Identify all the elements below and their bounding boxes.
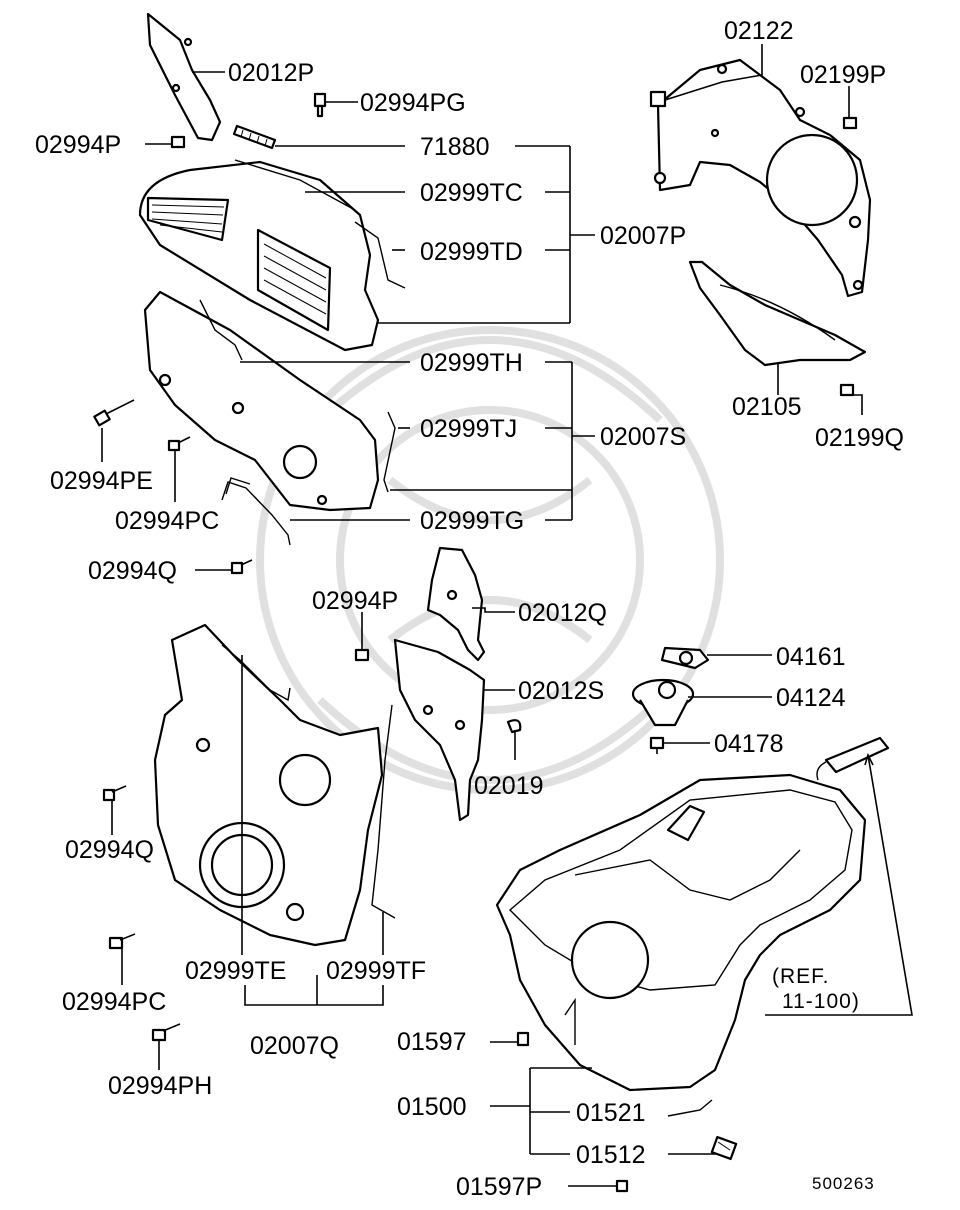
label-02012P[interactable]: 02012P (228, 59, 314, 87)
seal-02999TH-shape[interactable] (199, 299, 243, 361)
plate-02105-shape[interactable] (688, 260, 867, 367)
upper-timing-cover-group (138, 12, 406, 352)
label-02999TJ[interactable]: 02999TJ (420, 415, 517, 443)
label-04178[interactable]: 04178 (714, 730, 784, 758)
bolt-02994PC-low-icon[interactable] (108, 933, 136, 950)
label-02994Q-low[interactable]: 02994Q (65, 836, 154, 864)
gasket-04161-icon[interactable] (660, 646, 710, 670)
label-02994P-top[interactable]: 02994P (35, 131, 121, 159)
reference-note-line2: 11-100) (782, 990, 860, 1013)
label-02999TH[interactable]: 02999TH (420, 349, 523, 377)
bolt-02994Q-low-icon[interactable] (102, 785, 127, 802)
label-04161[interactable]: 04161 (776, 643, 846, 671)
bolt-02994PE-icon[interactable] (93, 399, 135, 427)
label-02007P[interactable]: 02007P (600, 222, 686, 250)
watermark-emblem (256, 326, 724, 794)
label-04124[interactable]: 04124 (776, 684, 846, 712)
label-02999TC[interactable]: 02999TC (420, 179, 523, 207)
label-02007S[interactable]: 02007S (600, 423, 686, 451)
label-02994PH[interactable]: 02994PH (108, 1072, 212, 1100)
seal-02999TD-shape[interactable] (354, 221, 406, 289)
bracket-02012S-shape[interactable] (393, 638, 486, 822)
label-01597[interactable]: 01597 (397, 1028, 467, 1056)
bolt-02994P-mid-icon[interactable] (354, 636, 370, 662)
label-01597P[interactable]: 01597P (456, 1173, 542, 1201)
gasket-71880-shape[interactable] (232, 124, 277, 150)
bolt-02994Q-top-icon[interactable] (230, 559, 253, 575)
middle-cover-02007S-shape[interactable] (143, 290, 380, 512)
label-71880[interactable]: 71880 (420, 133, 490, 161)
label-02994PE[interactable]: 02994PE (50, 467, 153, 495)
bolt-04178-icon[interactable] (649, 736, 665, 754)
bracket-02012P-shape[interactable] (146, 12, 222, 142)
reference-note-line1: (REF. (772, 965, 830, 988)
middle-timing-cover-group (93, 290, 396, 575)
bolt-01597-icon[interactable] (516, 1031, 530, 1047)
label-01521[interactable]: 01521 (576, 1099, 646, 1127)
label-01500[interactable]: 01500 (397, 1093, 467, 1121)
bolt-02994PH-icon[interactable] (151, 1023, 181, 1042)
pipe-01521-shape[interactable] (667, 1099, 713, 1117)
rear-plate-group (649, 58, 872, 397)
bolt-02199Q-icon[interactable] (839, 383, 855, 397)
label-02019[interactable]: 02019 (474, 772, 544, 800)
label-02122[interactable]: 02122 (724, 17, 794, 45)
bolt-02199P-icon[interactable] (842, 106, 858, 130)
dipstick-tube-icon[interactable] (824, 736, 890, 774)
drain-plug-01512-icon[interactable] (710, 1135, 738, 1161)
oil-filler-04124-icon[interactable] (631, 678, 695, 727)
label-02999TD[interactable]: 02999TD (420, 238, 523, 266)
label-02012S[interactable]: 02012S (518, 677, 604, 705)
bolt-01597P-icon[interactable] (615, 1179, 629, 1193)
label-02012Q[interactable]: 02012Q (518, 599, 607, 627)
label-02105[interactable]: 02105 (732, 393, 802, 421)
bolt-02994P-top-icon[interactable] (170, 135, 186, 149)
label-02994Q-top[interactable]: 02994Q (88, 557, 177, 585)
seal-02999TE-shape[interactable] (221, 644, 291, 702)
label-02199Q[interactable]: 02199Q (815, 424, 904, 452)
leader-lines (101, 44, 913, 1187)
label-02007Q[interactable]: 02007Q (250, 1032, 339, 1060)
label-02994PG[interactable]: 02994PG (360, 89, 466, 117)
label-02994P-mid[interactable]: 02994P (312, 587, 398, 615)
oil-pan-01500-shape[interactable] (495, 773, 867, 1092)
bracket-02012Q-shape[interactable] (426, 546, 486, 662)
part-labels: 02012P 02994PG 02994P 71880 02999TC 0299… (35, 17, 904, 1201)
label-01512[interactable]: 01512 (576, 1141, 646, 1169)
label-02999TF[interactable]: 02999TF (326, 957, 426, 985)
label-02994PC-low[interactable]: 02994PC (62, 988, 166, 1016)
oil-pan-group (495, 646, 890, 1193)
clip-02019-shape[interactable] (506, 719, 522, 734)
label-02999TE[interactable]: 02999TE (185, 957, 286, 985)
bolt-02994PG-icon[interactable] (313, 92, 327, 118)
brackets-group (354, 546, 522, 822)
seal-02999TC-shape[interactable] (234, 159, 356, 211)
plate-02122-shape[interactable] (656, 58, 872, 298)
label-02994PC-top[interactable]: 02994PC (115, 507, 219, 535)
label-02999TG[interactable]: 02999TG (420, 507, 524, 535)
lower-timing-cover-group (102, 623, 396, 1042)
seal-02999TF-shape[interactable] (371, 704, 396, 919)
seal-02999TJ-shape[interactable] (383, 411, 396, 493)
label-02199P[interactable]: 02199P (800, 61, 886, 89)
clip-icon (649, 90, 667, 108)
bolt-02994PC-top-icon[interactable] (167, 436, 191, 452)
seal-02999TG-shape[interactable] (221, 481, 291, 546)
diagram-number: 500263 (812, 1174, 875, 1193)
